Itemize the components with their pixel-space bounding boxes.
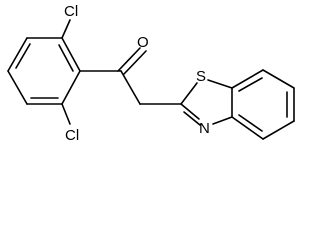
ring-double-bond [58, 44, 74, 72]
ring-bond [231, 116, 264, 140]
thiazole-ring [180, 79, 233, 126]
c2-n-double-bond [183, 111, 201, 126]
dichlorophenyl-ring [7, 37, 81, 105]
ring-bond [231, 69, 264, 89]
carbonyl-double-bond [123, 50, 147, 75]
ring-bond [7, 70, 28, 105]
benzo-ring [231, 69, 295, 140]
n-to-c2-bond [180, 103, 200, 120]
ring-double-bond [238, 114, 263, 132]
atom-label-oxygen: O [137, 34, 149, 51]
ring-bond [61, 37, 81, 72]
c3a-to-n-bond [212, 116, 233, 125]
bond-to-cl-top [61, 19, 71, 39]
atom-label-cl-top: Cl [64, 3, 78, 20]
bond-to-cl-bottom [61, 103, 71, 125]
ring-bond [61, 70, 81, 105]
atom-label-sulfur: S [196, 68, 206, 85]
structure-diagram: Cl Cl O S N [7, 3, 295, 144]
carbonyl-to-ch2-bond [120, 70, 141, 105]
ring-bond [7, 37, 28, 72]
ring-double-bond [15, 43, 31, 69]
ring-bond [262, 120, 295, 140]
ring-double-bond [238, 77, 263, 92]
s-to-c7a-bond [207, 79, 233, 89]
c2-to-s-bond [180, 82, 198, 105]
carbonyl-double-bond [117, 47, 141, 72]
atom-label-nitrogen: N [199, 120, 210, 137]
ring-bond [262, 69, 295, 89]
atom-label-cl-bottom: Cl [65, 127, 79, 144]
